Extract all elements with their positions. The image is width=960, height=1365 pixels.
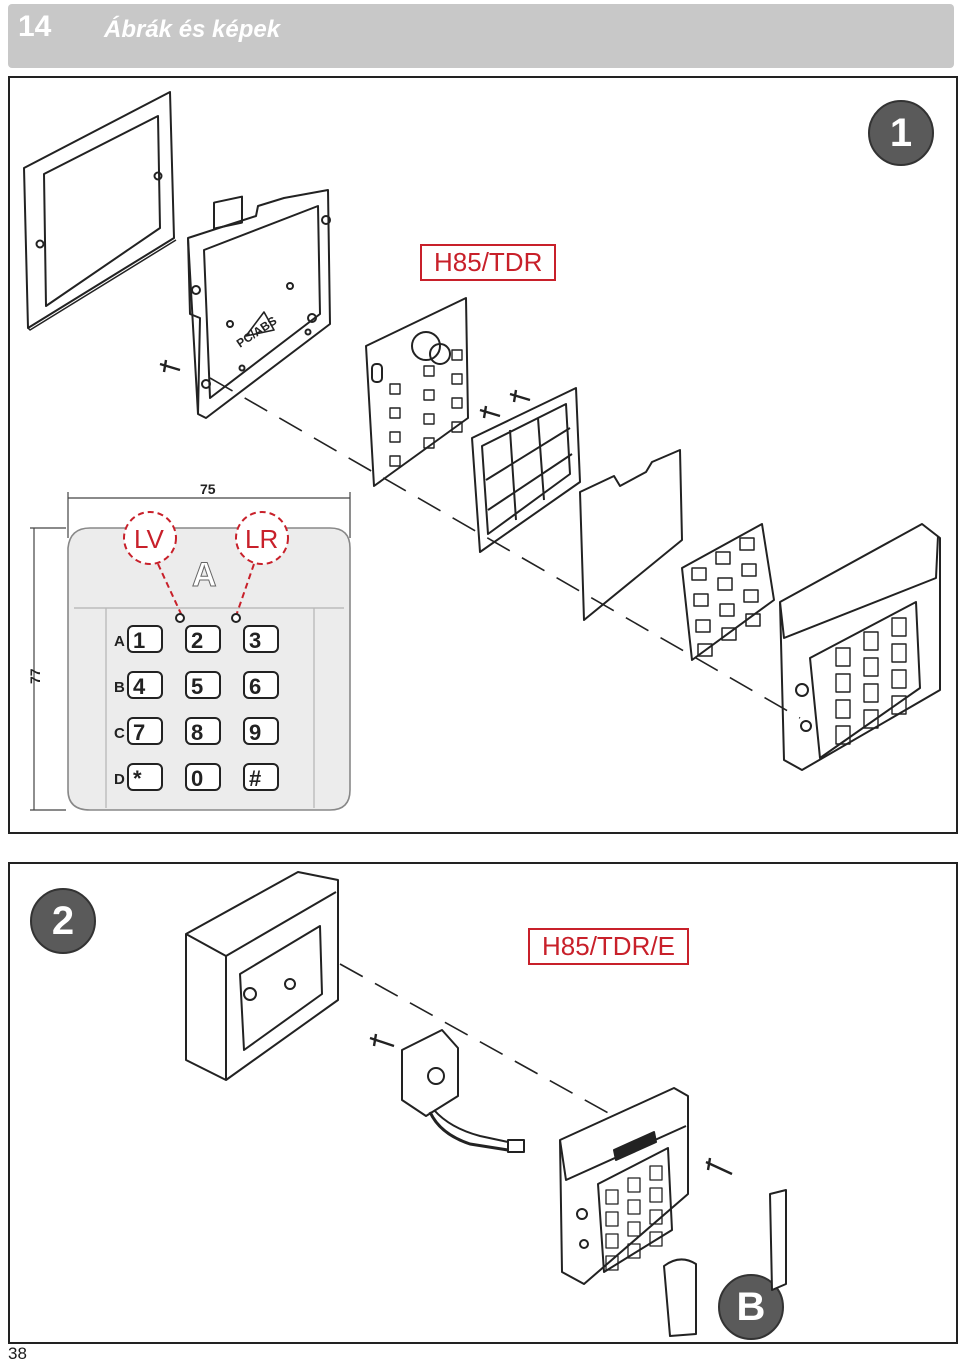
keypad-key xyxy=(127,717,163,745)
keypad-unit-drawing xyxy=(559,1087,689,1285)
bottom-clip-drawing xyxy=(663,1258,697,1337)
keypad-key-label: 4 xyxy=(133,674,146,699)
pcb-drawing xyxy=(365,297,469,487)
keypad-key-label: 3 xyxy=(249,628,261,653)
keypad-key-label: * xyxy=(133,766,142,791)
section-header: 14 Ábrák és képek xyxy=(8,4,954,68)
figure-2-model-label: H85/TDR/E xyxy=(528,928,689,965)
grid-frame-drawing xyxy=(471,387,581,553)
figure-2-drawing xyxy=(185,871,787,1337)
front-cover-drawing xyxy=(779,523,941,771)
keypad-key xyxy=(243,671,279,699)
keypad-key xyxy=(127,625,163,653)
row-label: B xyxy=(114,679,125,696)
figure-1-model-label: H85/TDR xyxy=(420,244,557,281)
page-number: 38 xyxy=(8,1344,27,1363)
rubber-keypad-drawing xyxy=(681,523,775,661)
figure-2-panel: 2 H85/TDR/E B xyxy=(8,862,958,1344)
section-title: Ábrák és képek xyxy=(104,16,281,43)
outer-frame-drawing xyxy=(23,91,177,331)
keypad-key xyxy=(185,625,221,653)
keypad-key xyxy=(127,671,163,699)
led-right-label: LR xyxy=(245,524,278,554)
keypad-key xyxy=(185,717,221,745)
row-label: C xyxy=(114,725,125,742)
keypad-key-label: 5 xyxy=(191,674,203,699)
membrane-drawing xyxy=(579,449,683,621)
keypad-key-label: 8 xyxy=(191,720,203,745)
led-left-label: LV xyxy=(134,524,165,554)
keypad-key-label: 1 xyxy=(133,628,145,653)
back-housing-drawing xyxy=(187,189,331,419)
side-clip-drawing xyxy=(769,1189,787,1291)
figure-2-number: 2 xyxy=(30,888,96,954)
figure-1-panel: 1 H85/TDR xyxy=(8,76,958,834)
keypad-key xyxy=(185,671,221,699)
keypad-key-label: 2 xyxy=(191,628,203,653)
keypad-key-label: 7 xyxy=(133,720,145,745)
dimension-height: 77 xyxy=(27,668,43,684)
keypad-key xyxy=(243,763,279,791)
keypad-key xyxy=(185,763,221,791)
row-label: A xyxy=(114,633,125,650)
keypad-key-label: 0 xyxy=(191,766,203,791)
keypad-key-label: # xyxy=(249,766,261,791)
dimension-width: 75 xyxy=(200,481,216,497)
keypad-key-label: 6 xyxy=(249,674,261,699)
keypad-key xyxy=(243,625,279,653)
surface-box-drawing xyxy=(185,871,339,1081)
keypad-key xyxy=(127,763,163,791)
section-number: 14 xyxy=(18,10,52,43)
keypad-key-label: 9 xyxy=(249,720,261,745)
detail-a-label: A xyxy=(192,556,217,594)
figure-1-number: 1 xyxy=(868,100,934,166)
row-label: D xyxy=(114,771,125,788)
electronic-module-drawing xyxy=(401,1029,525,1153)
keypad-key xyxy=(243,717,279,745)
